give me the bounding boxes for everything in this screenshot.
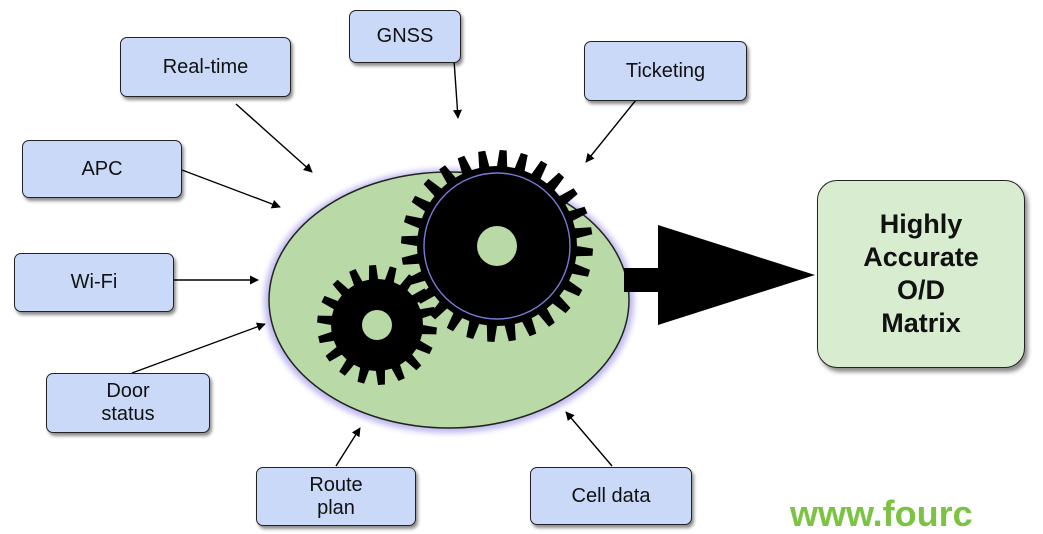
- source-box-real-time: Real-time: [120, 37, 291, 97]
- source-box-apc: APC: [22, 140, 182, 198]
- arrow-gnss: [452, 59, 462, 119]
- source-label-real-time: Real-time: [162, 55, 249, 78]
- source-box-door-status: Door status: [46, 373, 210, 433]
- gear-large-ring: [423, 172, 571, 320]
- source-label-wifi: Wi-Fi: [70, 271, 118, 293]
- source-label-apc: APC: [81, 157, 123, 180]
- source-box-wifi: Wi-Fi: [14, 253, 174, 312]
- arrow-cell-data: [565, 411, 613, 467]
- output-arrow: [624, 225, 815, 325]
- source-box-gnss: GNSS: [349, 10, 461, 63]
- source-label-cell-data: Cell data: [571, 484, 651, 507]
- arrow-ticketing: [585, 99, 637, 163]
- source-box-cell-data: Cell data: [530, 467, 692, 525]
- watermark-text: www.fourc: [790, 493, 973, 534]
- arrow-real-time: [235, 103, 313, 173]
- small-gear-icon: [317, 265, 437, 385]
- source-label-route-plan: Route plan: [309, 473, 363, 519]
- large-gear-icon: [401, 150, 593, 342]
- gear-large-hub: [477, 226, 517, 266]
- arrow-apc: [181, 169, 281, 209]
- source-label-ticketing: Ticketing: [625, 59, 706, 82]
- output-label: Highly Accurate O/D Matrix: [863, 209, 979, 338]
- source-label-gnss: GNSS: [376, 25, 434, 47]
- source-label-door-status: Door status: [101, 380, 155, 425]
- source-box-route-plan: Route plan: [256, 467, 416, 526]
- gear-small-hub: [362, 310, 392, 340]
- arrow-route-plan: [335, 427, 361, 467]
- source-box-ticketing: Ticketing: [584, 41, 747, 101]
- arrow-door-status: [131, 322, 266, 374]
- output-box: Highly Accurate O/D Matrix: [817, 180, 1025, 368]
